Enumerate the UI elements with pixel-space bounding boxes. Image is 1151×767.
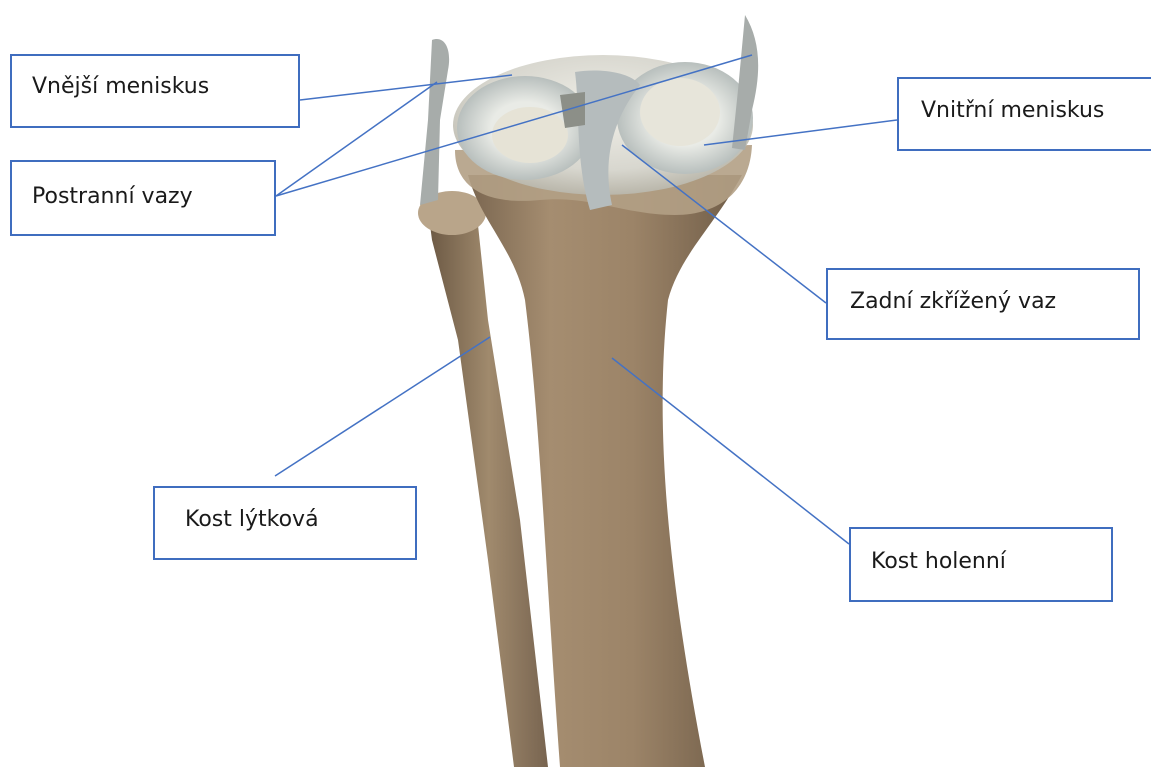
- label-posterior-cruciate-text: Zadní zkřížený vaz: [850, 291, 1056, 313]
- label-collateral-ligaments-text: Postranní vazy: [32, 186, 193, 208]
- label-inner-meniscus: Vnitřní meniskus: [897, 77, 1151, 151]
- label-inner-meniscus-text: Vnitřní meniskus: [921, 100, 1104, 122]
- label-fibula: Kost lýtková: [153, 486, 417, 560]
- inner-meniscus-hole: [640, 78, 720, 146]
- label-outer-meniscus-text: Vnější meniskus: [32, 76, 209, 98]
- outer-meniscus-hole: [492, 107, 568, 163]
- leader-fibula: [275, 337, 490, 476]
- lateral-collateral-ligament: [420, 39, 449, 205]
- label-outer-meniscus: Vnější meniskus: [10, 54, 300, 128]
- leader-collateral-lateral: [276, 82, 437, 196]
- label-tibia: Kost holenní: [849, 527, 1113, 602]
- label-tibia-text: Kost holenní: [871, 551, 1006, 573]
- label-posterior-cruciate: Zadní zkřížený vaz: [826, 268, 1140, 340]
- label-collateral-ligaments: Postranní vazy: [10, 160, 276, 236]
- label-fibula-text: Kost lýtková: [185, 509, 319, 531]
